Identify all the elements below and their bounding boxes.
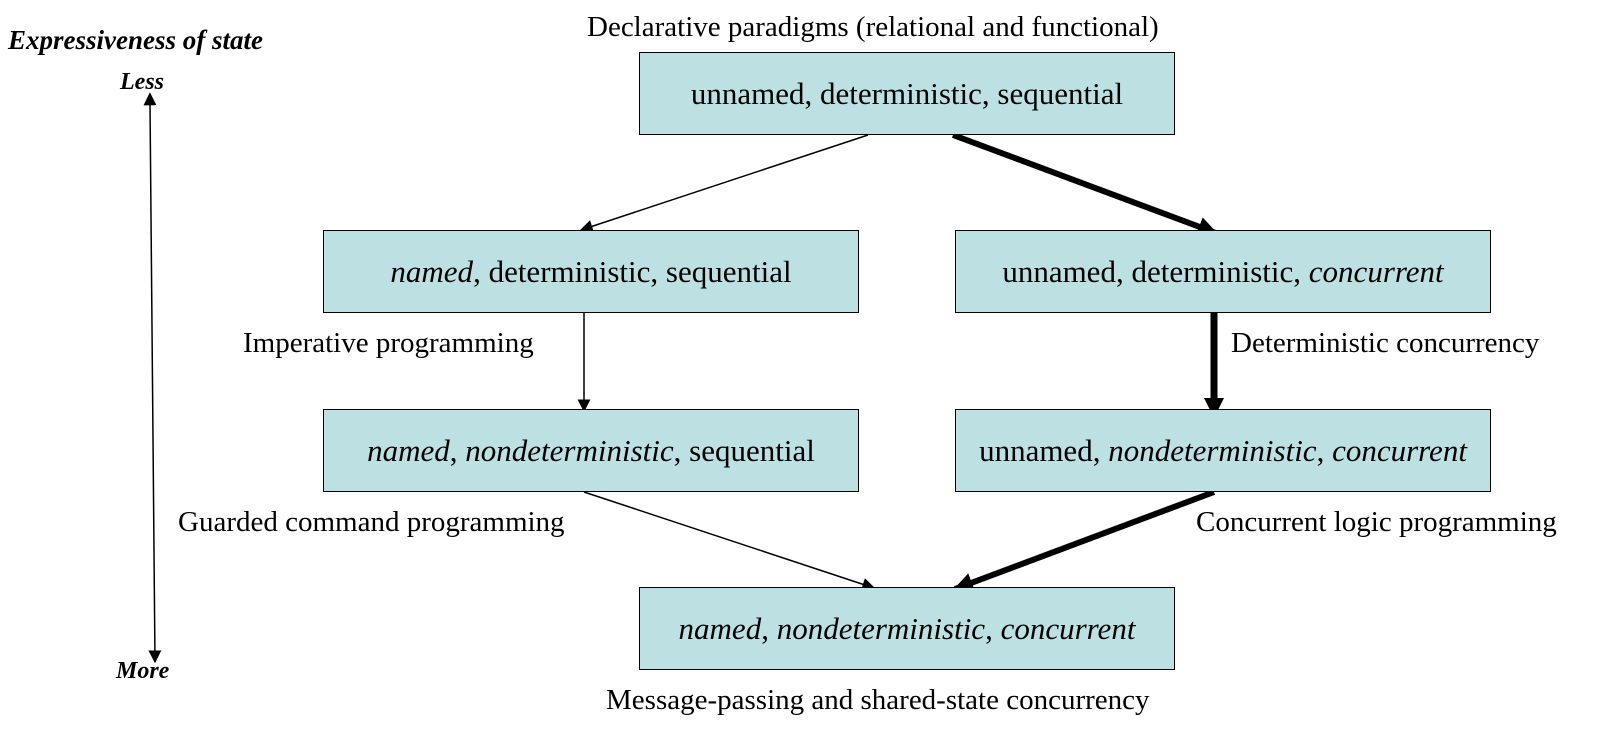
- edge-n1-n2: [579, 134, 869, 233]
- node-text-part: ,: [1115, 253, 1132, 289]
- node-unnamed-nondeterministic-concurrent: unnamed, nondeterministic, concurrent: [955, 409, 1491, 492]
- node-text-part: ,: [761, 610, 777, 646]
- node-text-part: sequential: [689, 432, 815, 468]
- axis-title: Expressiveness of state: [8, 25, 263, 55]
- node-text-part: named: [678, 610, 762, 646]
- node-text-part: ,: [673, 432, 690, 468]
- node-text-part: sequential: [665, 253, 792, 289]
- edge-n4-n6: [583, 491, 876, 591]
- node-text-part: deterministic: [488, 253, 651, 289]
- node-text-part: named: [390, 253, 474, 289]
- node-text-part: nondeterministic: [465, 432, 674, 468]
- node-text-part: concurrent: [1000, 610, 1136, 646]
- label-deterministic-concurrency: Deterministic concurrency: [1231, 327, 1540, 359]
- node-text-part: nondeterministic: [1108, 432, 1317, 468]
- node-text-part: ,: [985, 610, 1001, 646]
- node-text-part: ,: [449, 432, 466, 468]
- edge-n5-n6: [953, 489, 1216, 593]
- node-text-part: unnamed: [1002, 253, 1116, 289]
- node-named-nondeterministic-sequential: named, nondeterministic, sequential: [323, 409, 859, 492]
- node-text-part: ,: [650, 253, 666, 289]
- node-text-part: ,: [473, 253, 489, 289]
- node-text-part: deterministic: [1131, 253, 1294, 289]
- node-text-part: ,: [1316, 432, 1333, 468]
- edge-n1-n3: [951, 132, 1218, 237]
- node-text-part: ,: [981, 75, 998, 111]
- node-unnamed-deterministic-sequential: unnamed, deterministic, sequential: [639, 52, 1175, 135]
- node-text-part: deterministic: [820, 75, 982, 111]
- node-text-part: unnamed: [979, 432, 1093, 468]
- node-text-part: ,: [1092, 432, 1109, 468]
- node-text-part: ,: [1293, 253, 1309, 289]
- node-text-part: concurrent: [1332, 432, 1467, 468]
- label-declarative-paradigms: Declarative paradigms (relational and fu…: [587, 11, 1159, 43]
- node-text-part: nondeterministic: [776, 610, 986, 646]
- node-text-part: unnamed: [690, 75, 805, 111]
- axis-arrow: [143, 92, 162, 664]
- node-named-deterministic-sequential: named, deterministic, sequential: [323, 230, 859, 313]
- node-text-part: named: [367, 432, 450, 468]
- label-imperative-programming: Imperative programming: [243, 327, 534, 359]
- label-message-passing-concurrency: Message-passing and shared-state concurr…: [606, 684, 1150, 716]
- node-text-part: ,: [804, 75, 821, 111]
- node-named-nondeterministic-concurrent: named, nondeterministic, concurrent: [639, 587, 1175, 670]
- node-unnamed-deterministic-concurrent: unnamed, deterministic, concurrent: [955, 230, 1491, 313]
- label-guarded-command-programming: Guarded command programming: [178, 506, 565, 538]
- label-concurrent-logic-programming: Concurrent logic programming: [1196, 506, 1557, 538]
- node-text-part: concurrent: [1308, 253, 1444, 289]
- node-text-part: sequential: [997, 75, 1124, 111]
- axis-top-label: Less: [120, 69, 164, 95]
